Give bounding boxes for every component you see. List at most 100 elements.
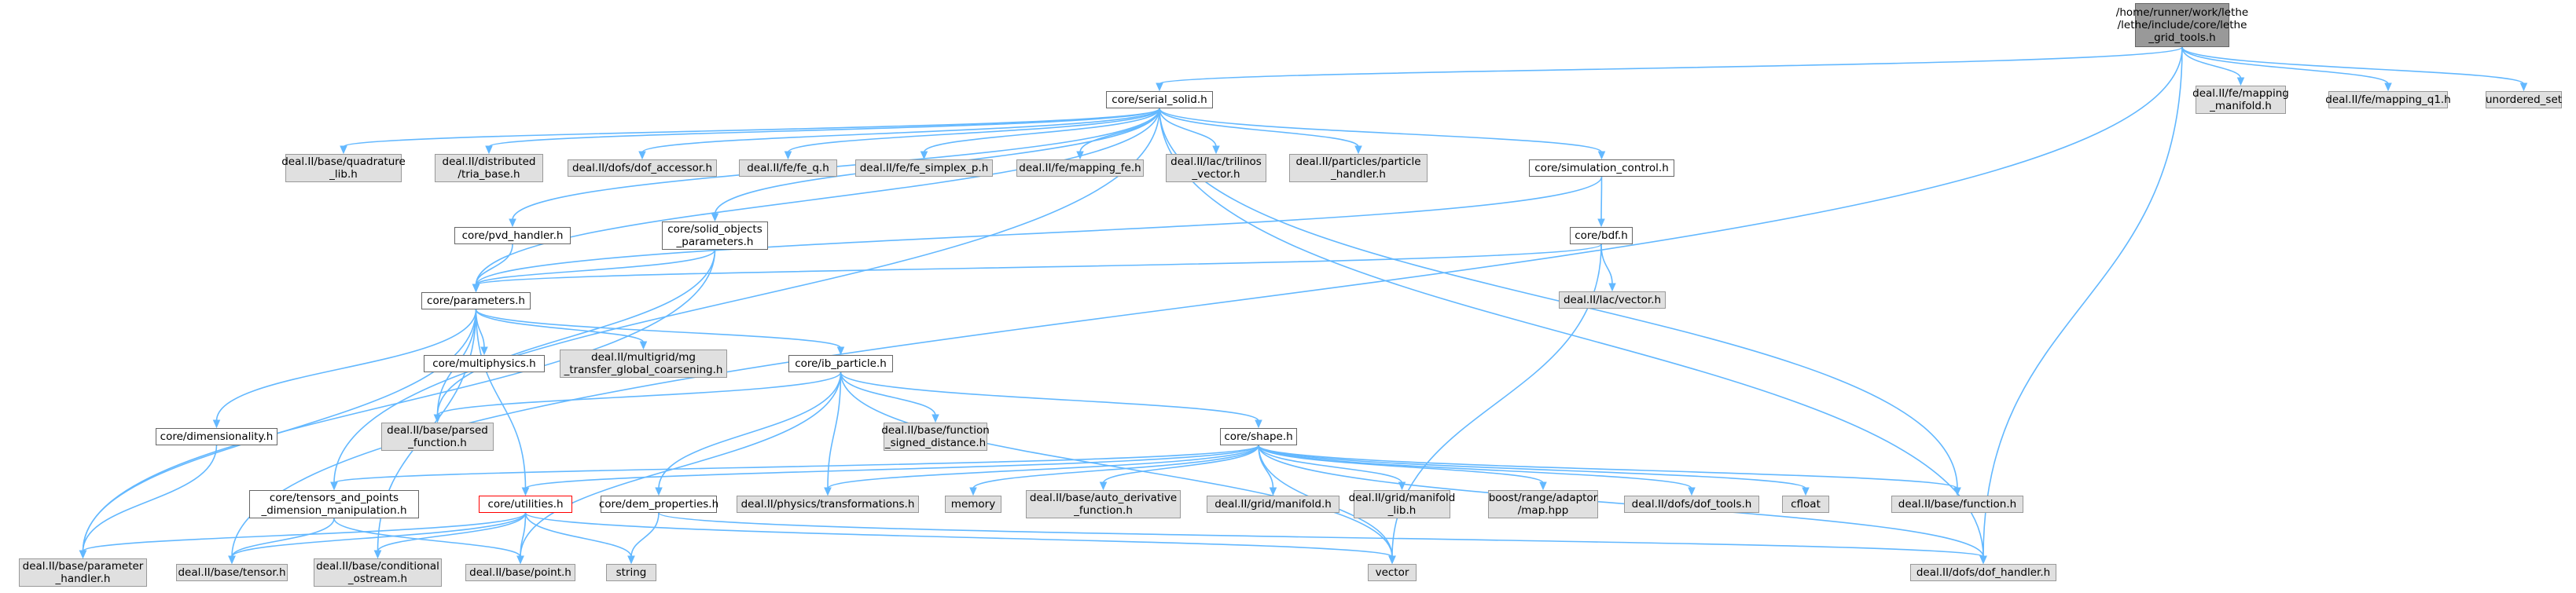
- node-solid-objects-parameters[interactable]: core/solid_objects _parameters.h: [662, 221, 768, 250]
- arrowhead: [330, 481, 338, 491]
- node-grid-manifold[interactable]: deal.II/grid/manifold.h: [1207, 496, 1339, 513]
- node-particle-handler[interactable]: deal.II/particles/particle _handler.h: [1289, 154, 1428, 182]
- node-parsed-function[interactable]: deal.II/base/parsed _function.h: [381, 423, 494, 451]
- arrowhead: [627, 555, 635, 565]
- edge-root-to-tensor: [231, 46, 2183, 558]
- node-boost-map[interactable]: boost/range/adaptor /map.hpp: [1488, 490, 1598, 518]
- edge-serial-solid-to-simulation-control: [1159, 108, 1603, 153]
- node-dem-properties[interactable]: core/dem_properties.h: [599, 496, 718, 513]
- edge-ib-particle-to-shape: [840, 372, 1259, 422]
- edge-dem-properties-to-string: [630, 512, 660, 558]
- node-transformations[interactable]: deal.II/physics/transformations.h: [737, 496, 919, 513]
- edge-utilities-to-parameter-handler: [82, 512, 527, 552]
- node-fe-mapping-manifold[interactable]: deal.II/fe/mapping _manifold.h: [2192, 86, 2289, 114]
- arrowhead: [1597, 218, 1605, 228]
- edge-serial-solid-to-particle-handler: [1159, 108, 1359, 148]
- node-auto-derivative-function[interactable]: deal.II/base/auto_derivative _function.h: [1026, 490, 1181, 518]
- edge-simulation-control-to-bdf: [1600, 176, 1603, 221]
- edge-tensors-and-points-to-tensor: [231, 518, 335, 558]
- node-quadrature-lib[interactable]: deal.II/base/quadrature _lib.h: [281, 154, 406, 182]
- node-multiphysics[interactable]: core/multiphysics.h: [424, 355, 545, 372]
- node-tensor[interactable]: deal.II/base/tensor.h: [176, 564, 288, 581]
- edge-shape-to-dof-handler: [1258, 445, 1984, 558]
- arrowhead: [2384, 82, 2392, 92]
- arrowhead: [2519, 82, 2528, 92]
- node-function-signed-distance[interactable]: deal.II/base/function _signed_distance.h: [881, 423, 990, 451]
- arrowhead: [1688, 487, 1696, 496]
- arrowhead: [472, 284, 480, 293]
- arrowhead: [340, 145, 347, 155]
- node-bdf[interactable]: core/bdf.h: [1570, 227, 1633, 244]
- node-parameter-handler[interactable]: deal.II/base/parameter _handler.h: [19, 558, 147, 587]
- arrowhead: [1212, 145, 1220, 155]
- arrowhead: [485, 145, 493, 155]
- edge-shape-to-manifold-lib: [1258, 445, 1403, 484]
- arrowhead: [969, 487, 977, 496]
- node-simulation-control[interactable]: core/simulation_control.h: [1529, 159, 1674, 177]
- edge-shape-to-utilities: [524, 445, 1259, 489]
- arrowhead: [655, 487, 663, 496]
- arrowhead: [711, 213, 719, 222]
- arrowhead: [509, 218, 516, 228]
- arrowhead: [2236, 77, 2245, 86]
- node-dof-tools[interactable]: deal.II/dofs/dof_tools.h: [1624, 496, 1759, 513]
- node-conditional-ostream[interactable]: deal.II/base/conditional _ostream.h: [314, 558, 442, 587]
- node-dof-accessor[interactable]: deal.II/dofs/dof_accessor.h: [568, 159, 717, 177]
- node-serial-solid[interactable]: core/serial_solid.h: [1106, 91, 1213, 108]
- node-string[interactable]: string: [606, 564, 656, 581]
- edge-serial-solid-to-quadrature-lib: [343, 108, 1160, 148]
- node-ib-particle[interactable]: core/ib_particle.h: [788, 355, 893, 372]
- node-utilities[interactable]: core/utilities.h: [479, 496, 572, 513]
- edge-tensors-and-points-to-point: [333, 518, 521, 558]
- arrowhead: [1608, 283, 1616, 292]
- node-manifold-lib[interactable]: deal.II/grid/manifold _lib.h: [1348, 490, 1456, 518]
- edge-root-to-fe-mapping-manifold: [2181, 46, 2242, 79]
- arrowhead: [1388, 555, 1396, 565]
- arrowhead: [1979, 555, 1987, 565]
- node-point[interactable]: deal.II/base/point.h: [465, 564, 575, 581]
- edge-simulation-control-to-parameters: [475, 176, 1603, 286]
- edge-serial-solid-to-tria-base: [488, 108, 1160, 148]
- node-dof-handler[interactable]: deal.II/dofs/dof_handler.h: [1910, 564, 2056, 581]
- edge-serial-solid-to-parameters: [475, 108, 1160, 286]
- node-vector[interactable]: vector: [1368, 564, 1417, 581]
- arrowhead: [1156, 82, 1163, 92]
- node-fe-q[interactable]: deal.II/fe/fe_q.h: [739, 159, 837, 177]
- node-mg-transfer[interactable]: deal.II/multigrid/mg _transfer_global_co…: [560, 350, 727, 378]
- node-trilinos-vector[interactable]: deal.II/lac/trilinos _vector.h: [1166, 154, 1266, 182]
- edge-root-to-unordered-set: [2181, 46, 2525, 85]
- edge-root-to-fe-mapping-q1: [2181, 46, 2389, 85]
- arrowhead: [932, 414, 939, 423]
- node-memory[interactable]: memory: [945, 496, 1001, 513]
- node-lac-vector[interactable]: deal.II/lac/vector.h: [1559, 291, 1666, 309]
- arrowhead: [79, 550, 87, 559]
- node-tria-base[interactable]: deal.II/distributed /tria_base.h: [435, 154, 543, 182]
- arrowhead: [1953, 487, 1961, 496]
- edge-parameters-to-dimensionality: [215, 309, 477, 422]
- node-parameters[interactable]: core/parameters.h: [421, 292, 531, 309]
- edge-utilities-to-string: [524, 512, 632, 558]
- arrowhead: [212, 419, 221, 429]
- edge-ib-particle-to-vector: [840, 372, 1393, 558]
- edge-serial-solid-to-trilinos-vector: [1159, 108, 1217, 148]
- node-base-function[interactable]: deal.II/base/function.h: [1891, 496, 2023, 513]
- edge-dem-properties-to-dof-handler: [658, 512, 1984, 558]
- node-fe-mapping-q1[interactable]: deal.II/fe/mapping_q1.h: [2325, 91, 2451, 108]
- edge-shape-to-memory: [972, 445, 1259, 489]
- node-pvd-handler[interactable]: core/pvd_handler.h: [454, 227, 571, 244]
- node-mapping-fe[interactable]: deal.II/fe/mapping_fe.h: [1016, 159, 1144, 177]
- node-unordered-set[interactable]: unordered_set: [2486, 91, 2562, 108]
- edge-shape-to-cfloat: [1258, 445, 1806, 489]
- node-tensors-and-points[interactable]: core/tensors_and_points _dimension_manip…: [249, 490, 419, 518]
- edge-ib-particle-to-point: [520, 372, 842, 558]
- node-shape[interactable]: core/shape.h: [1220, 428, 1297, 445]
- edge-ib-particle-to-parsed-function: [436, 372, 842, 416]
- arrowhead: [1076, 151, 1084, 160]
- node-root[interactable]: /home/runner/work/lethe /lethe/include/c…: [2116, 3, 2248, 47]
- node-dimensionality[interactable]: core/dimensionality.h: [156, 428, 277, 445]
- edge-utilities-to-vector: [524, 512, 1393, 558]
- edge-serial-solid-to-fe-simplex-p: [923, 108, 1160, 153]
- node-cfloat[interactable]: cfloat: [1782, 496, 1829, 513]
- node-fe-simplex-p[interactable]: deal.II/fe/fe_simplex_p.h: [855, 159, 993, 177]
- edge-parameters-to-utilities: [475, 309, 527, 489]
